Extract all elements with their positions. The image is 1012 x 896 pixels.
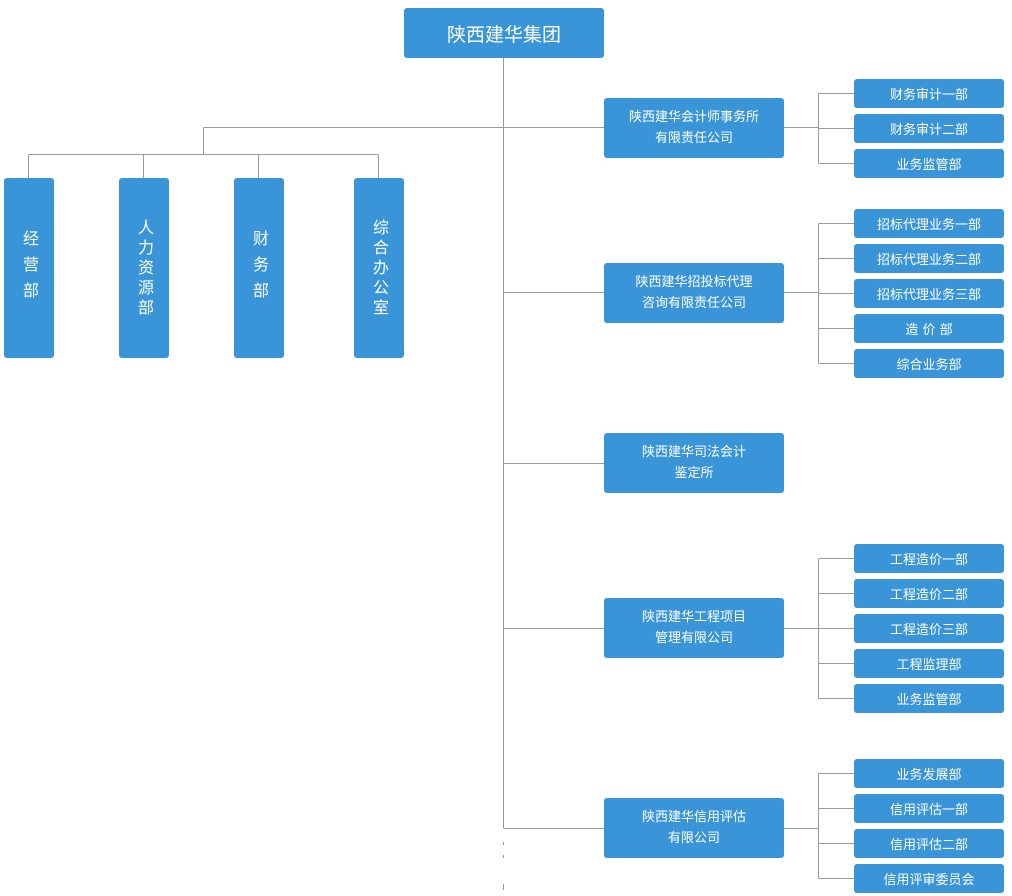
sub-dept-credit-1: 信用评估一部 bbox=[854, 794, 1004, 823]
company-project-management: 陕西建华工程项目 管理有限公司 bbox=[604, 598, 784, 658]
dept-business: 经营部 bbox=[4, 178, 54, 358]
sub-dept-credit-2: 信用评估二部 bbox=[854, 829, 1004, 858]
company-credit-evaluation: 陕西建华信用评估 有限公司 bbox=[604, 798, 784, 858]
sub-dept-biz-supervision: 业务监管部 bbox=[854, 684, 1004, 713]
sub-dept-general-business: 综合业务部 bbox=[854, 349, 1004, 378]
root-node: 陕西建华集团 bbox=[404, 8, 604, 58]
sub-dept-supervision: 业务监管部 bbox=[854, 149, 1004, 178]
sub-dept-cost: 造 价 部 bbox=[854, 314, 1004, 343]
dept-hr: 人力资源部 bbox=[119, 178, 169, 358]
sub-dept-eng-cost-3: 工程造价三部 bbox=[854, 614, 1004, 643]
sub-dept-credit-committee: 信用评审委员会 bbox=[854, 864, 1004, 893]
company-bidding-agency: 陕西建华招投标代理 咨询有限责任公司 bbox=[604, 263, 784, 323]
sub-dept-bidding-3: 招标代理业务三部 bbox=[854, 279, 1004, 308]
sub-dept-eng-cost-1: 工程造价一部 bbox=[854, 544, 1004, 573]
sub-dept-business-dev: 业务发展部 bbox=[854, 759, 1004, 788]
sub-dept-bidding-2: 招标代理业务二部 bbox=[854, 244, 1004, 273]
sub-dept-eng-cost-2: 工程造价二部 bbox=[854, 579, 1004, 608]
company-accounting-firm: 陕西建华会计师事务所 有限责任公司 bbox=[604, 98, 784, 158]
dept-finance: 财务部 bbox=[234, 178, 284, 358]
sub-dept-audit-2: 财务审计二部 bbox=[854, 114, 1004, 143]
sub-dept-bidding-1: 招标代理业务一部 bbox=[854, 209, 1004, 238]
sub-dept-eng-supervision: 工程监理部 bbox=[854, 649, 1004, 678]
company-judicial-accounting: 陕西建华司法会计 鉴定所 bbox=[604, 433, 784, 493]
dept-general-office: 综合办公室 bbox=[354, 178, 404, 358]
sub-dept-audit-1: 财务审计一部 bbox=[854, 79, 1004, 108]
